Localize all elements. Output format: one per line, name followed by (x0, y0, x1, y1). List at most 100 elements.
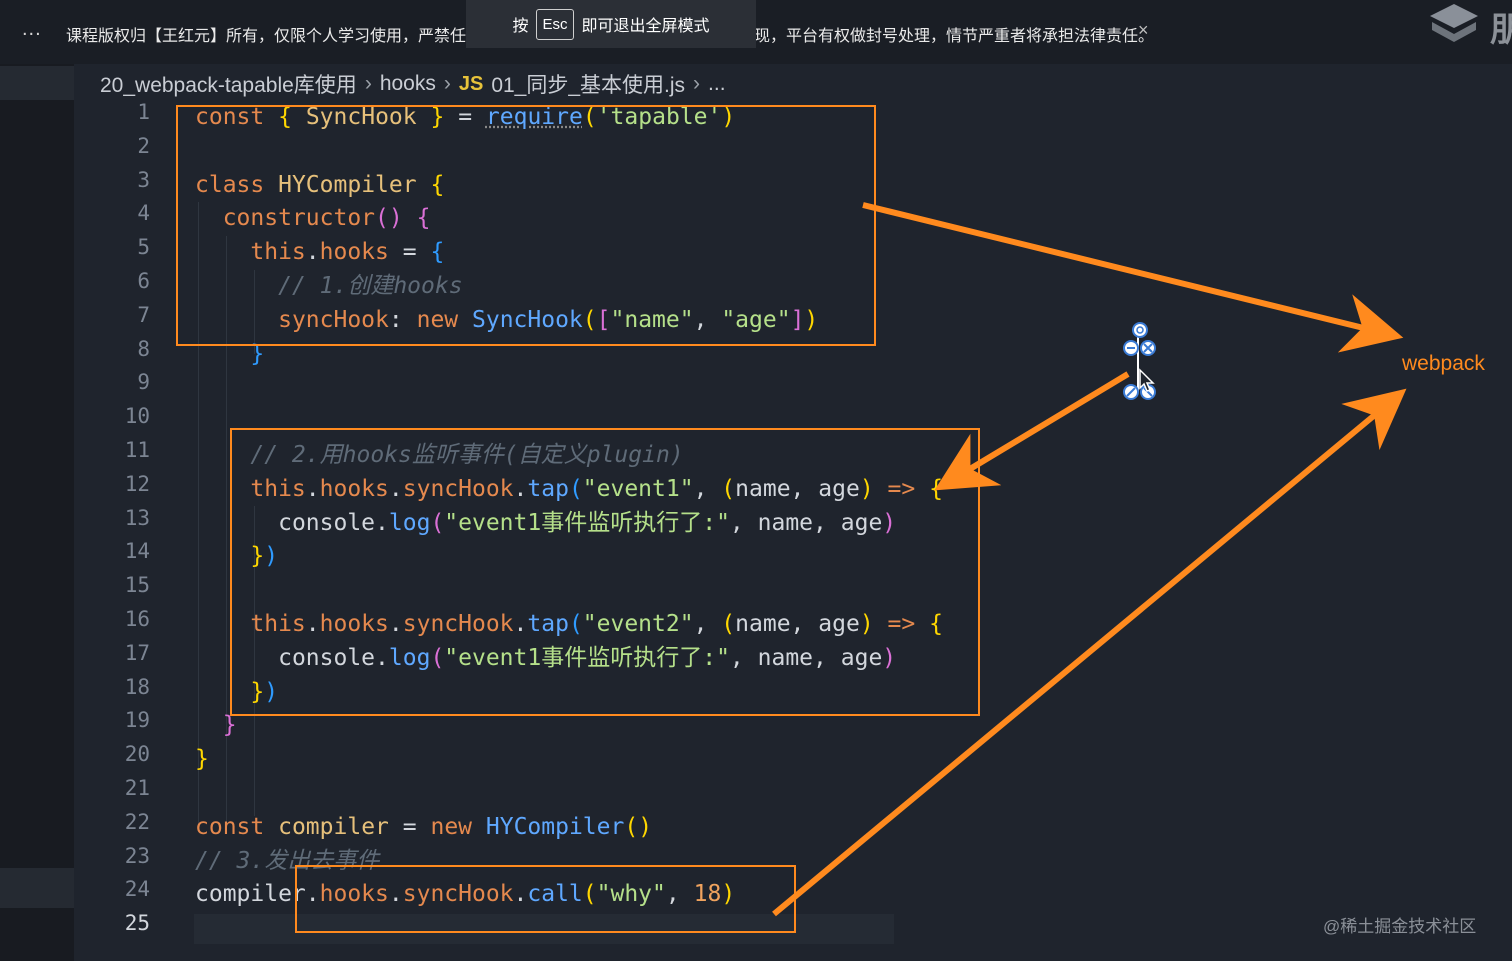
breadcrumb-file[interactable]: 01_同步_基本使用.js (491, 74, 686, 97)
token: = (402, 239, 417, 265)
code-line-8[interactable]: } (195, 337, 264, 371)
code-line-17[interactable]: console.log("event1事件监听执行了:", name, age) (195, 641, 896, 675)
line-number: 21 (124, 776, 150, 800)
token: ( (430, 645, 445, 671)
token: name (757, 645, 814, 671)
token: tap (527, 476, 569, 502)
token: ) (882, 645, 897, 671)
code-line-20[interactable]: } (195, 742, 209, 776)
token: : (388, 307, 403, 333)
code-line-7[interactable]: syncHook: new SyncHook(["name", "age"]) (195, 303, 818, 337)
line-number-active: 25 (124, 911, 150, 935)
line-number: 11 (124, 438, 150, 462)
token: "event2" (582, 611, 694, 637)
token: ( (568, 611, 583, 637)
token: , (790, 611, 805, 637)
token: name (757, 510, 814, 536)
code-editor[interactable]: 1 2 3 4 5 6 7 8 9 10 11 12 13 14 15 16 1… (74, 100, 1512, 961)
activity-item-explorer[interactable] (0, 66, 74, 100)
token: } (222, 712, 237, 738)
token: hooks (319, 476, 389, 502)
token: hooks (319, 881, 389, 907)
token: compiler (278, 814, 389, 840)
line-number: 20 (124, 742, 150, 766)
line-number: 7 (137, 303, 150, 327)
chevron-right-icon: › (364, 72, 372, 95)
token: . (305, 881, 320, 907)
token: age (818, 476, 860, 502)
webpack-label: webpack (1402, 352, 1485, 375)
token: } (250, 679, 265, 705)
token: HYCompiler (278, 172, 417, 198)
token: SyncHook (305, 104, 417, 130)
token: { (430, 172, 445, 198)
code-line-12[interactable]: this.hooks.syncHook.tap("event1", (name,… (195, 472, 943, 506)
code-line-4[interactable]: constructor() { (195, 201, 431, 235)
more-menu-icon[interactable]: ... (22, 18, 42, 40)
code-line-23[interactable]: // 3.发出去事件 (195, 844, 379, 878)
code-line-16[interactable]: this.hooks.syncHook.tap("event2", (name,… (195, 607, 943, 641)
code-line-18[interactable]: }) (195, 675, 278, 709)
indent-guide (198, 202, 199, 830)
line-number: 13 (124, 506, 150, 530)
token: syncHook (402, 476, 514, 502)
line-number: 1 (137, 100, 150, 124)
token: { (416, 205, 431, 231)
token: . (305, 611, 320, 637)
code-line-3[interactable]: class HYCompiler { (195, 168, 444, 202)
token: () (624, 814, 653, 840)
annotation-box-hooks-definition (176, 105, 876, 346)
breadcrumb-subfolder[interactable]: hooks (379, 72, 436, 95)
token: , (729, 510, 744, 536)
code-line-19[interactable]: } (195, 708, 237, 742)
token: . (305, 476, 320, 502)
line-number: 14 (124, 539, 150, 563)
token: . (375, 510, 389, 536)
token: const (195, 104, 265, 130)
code-line-24[interactable]: compiler.hooks.syncHook.call("why", 18) (195, 877, 735, 911)
breadcrumb-more[interactable]: ... (708, 72, 726, 95)
top-banner: ... 课程版权归【王红元】所有，仅限个人学习使用，严禁任何形式的录制、传播和账… (0, 0, 1512, 64)
annotation-box-event-listeners (230, 428, 980, 716)
token: "event1" (582, 476, 694, 502)
line-number: 24 (124, 877, 150, 901)
code-line-22[interactable]: const compiler = new HYCompiler() (195, 810, 652, 844)
code-line-13[interactable]: console.log("event1事件监听执行了:", name, age) (195, 506, 896, 540)
line-number: 12 (124, 472, 150, 496)
token: ( (582, 881, 597, 907)
token: ) (804, 307, 819, 333)
token: => (887, 611, 916, 637)
code-line-5[interactable]: this.hooks = { (195, 235, 444, 269)
token: } (250, 543, 265, 569)
token: { (929, 611, 943, 637)
resize-handle-icon[interactable] (1118, 320, 1162, 404)
token: age (840, 510, 883, 536)
watermark: @稀土掘金技术社区 (1323, 917, 1477, 936)
line-number: 2 (137, 134, 150, 158)
code-line-1[interactable]: const { SyncHook } = require('tapable') (195, 100, 735, 134)
breadcrumb-folder[interactable]: 20_webpack-tapable库使用 (100, 74, 357, 97)
token: this (250, 611, 306, 637)
token: , (729, 645, 744, 671)
token: age (818, 611, 860, 637)
chevron-right-icon: › (693, 72, 701, 95)
token: class (195, 172, 265, 198)
token: = (458, 104, 473, 130)
token: ] (790, 307, 805, 333)
activity-item-account[interactable] (0, 868, 74, 908)
line-number: 8 (137, 337, 150, 361)
token: ) (882, 510, 897, 536)
token: ) (859, 476, 874, 502)
close-notice-button[interactable]: × (1138, 20, 1149, 40)
code-line-14[interactable]: }) (195, 539, 278, 573)
code-line-6[interactable]: // 1.创建hooks (195, 269, 462, 303)
token: SyncHook (472, 307, 583, 333)
token: ( (568, 476, 583, 502)
token: => (887, 476, 916, 502)
activity-bar (0, 64, 74, 961)
code-line-11[interactable]: // 2.用hooks监听事件(自定义plugin) (195, 438, 683, 472)
current-line-highlight (194, 914, 894, 944)
token: . (388, 476, 403, 502)
arrow-to-listeners (934, 371, 1130, 491)
